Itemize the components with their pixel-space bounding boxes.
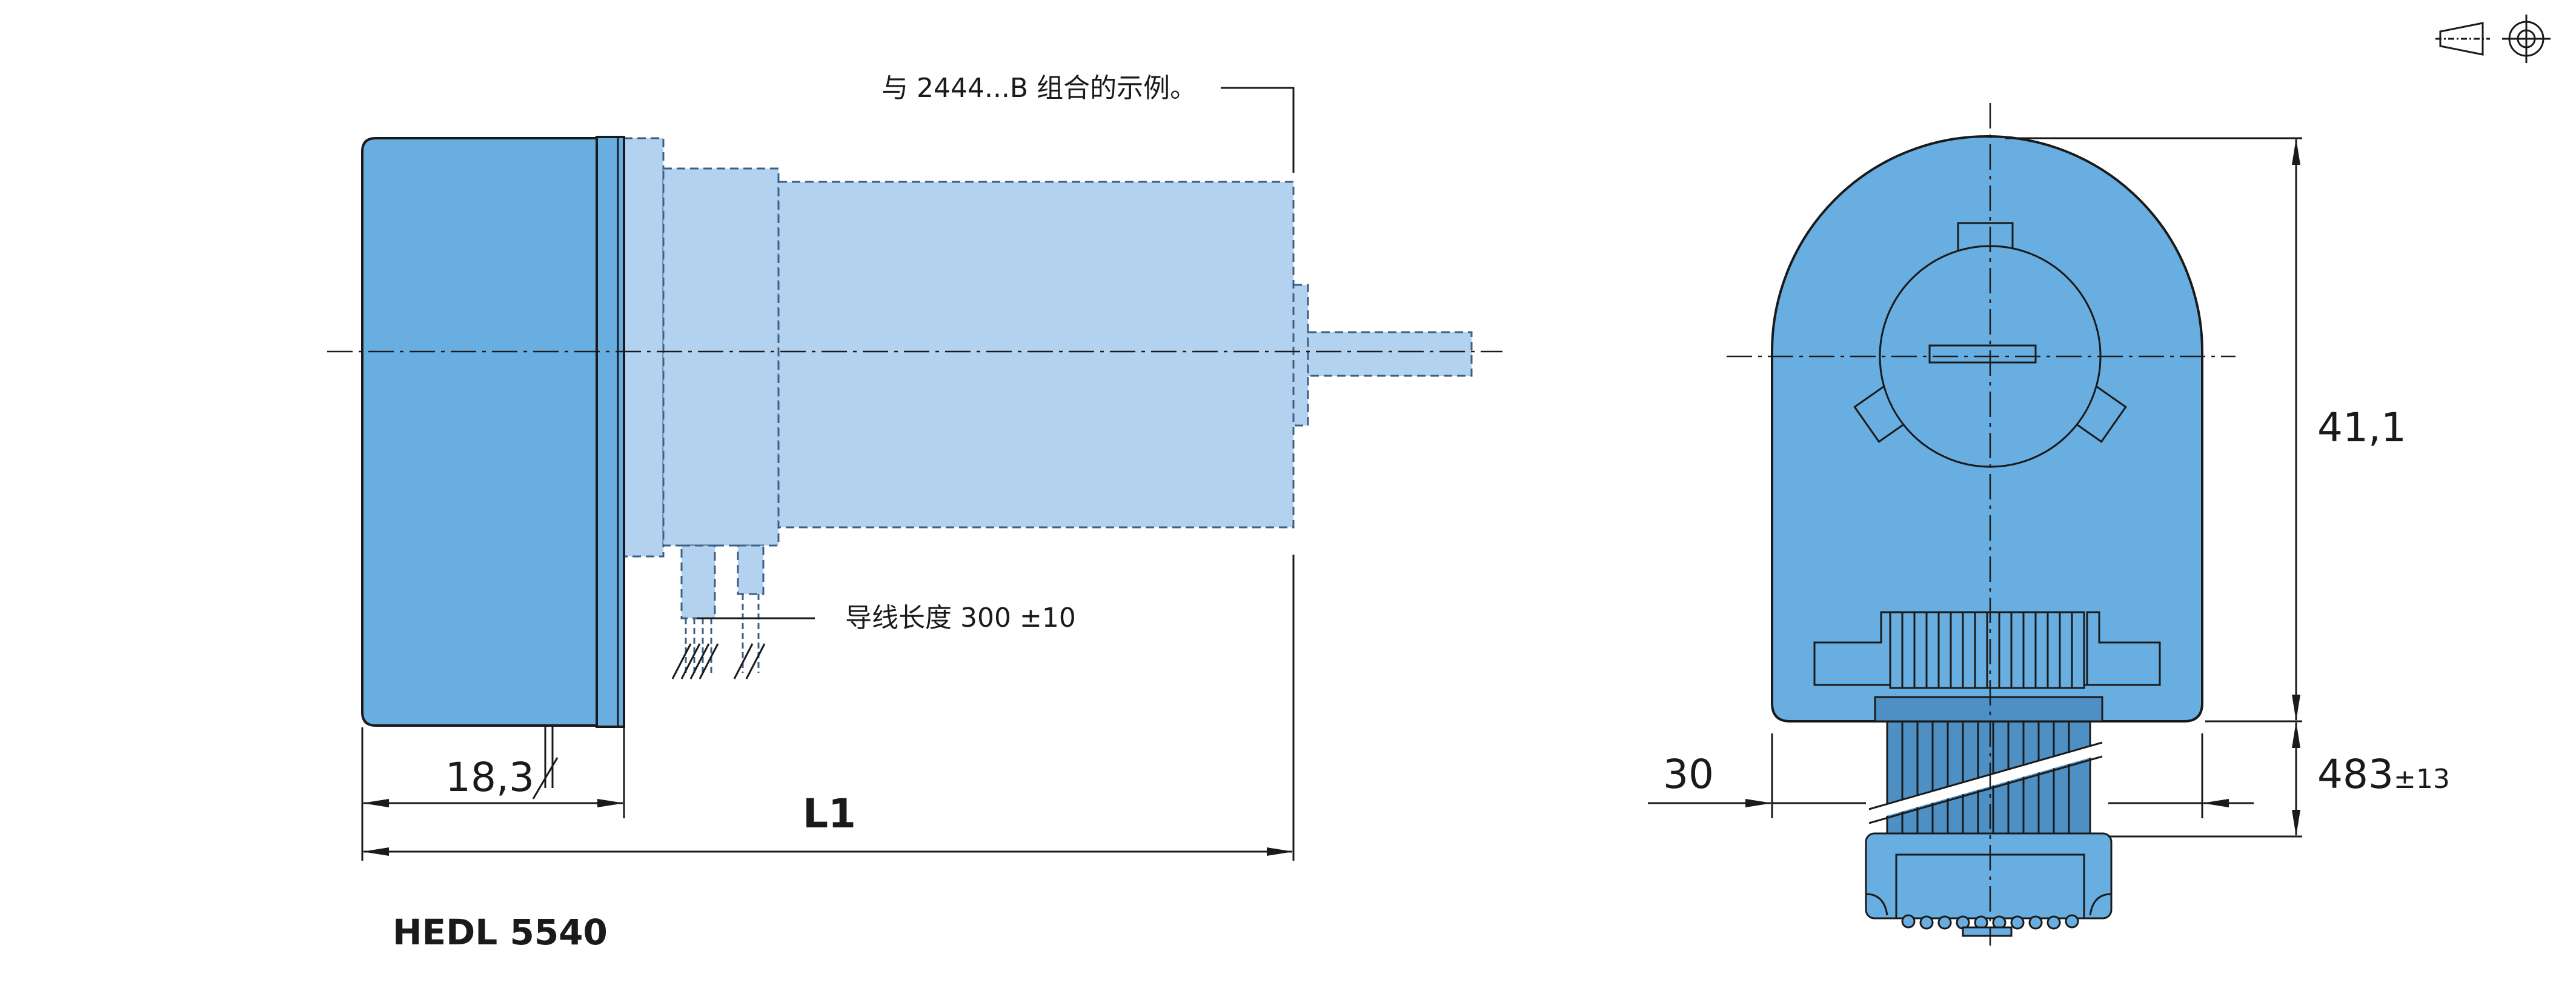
- dim-label-30: 30: [1663, 751, 1714, 798]
- dim-label-483: 483±13: [2317, 751, 2450, 798]
- dim-label-18-3: 18,3: [445, 754, 534, 801]
- lead-sleeve-1: [680, 544, 716, 619]
- shaft-slot: [1928, 344, 2037, 364]
- front-view: [1648, 103, 2302, 946]
- example-note: 与 2444...B 组合的示例。: [881, 73, 1197, 104]
- motor-front-flange-ghost: [1292, 284, 1309, 427]
- model-label: HEDL 5540: [393, 912, 608, 953]
- side-view: [327, 87, 1502, 861]
- motor-flange-ghost: [623, 137, 665, 558]
- cable-break-lines: [1867, 743, 2104, 821]
- dim-label-L1: L1: [803, 790, 856, 837]
- lead-length-note: 导线长度 300 ±10: [845, 602, 1076, 633]
- encoder-cover-plate: [596, 136, 625, 728]
- motor-shaft-ghost: [1307, 331, 1473, 377]
- strain-relief-ribs: [1901, 612, 2073, 688]
- encoder-housing: [361, 137, 598, 727]
- lead-sleeve-2: [737, 544, 765, 595]
- motor-adapter-ghost: [662, 167, 780, 547]
- lead-wires: [685, 594, 760, 673]
- example-leader: [1221, 87, 1295, 173]
- connector-pins: [1901, 914, 2079, 937]
- motor-body-ghost: [777, 181, 1295, 529]
- cable-clamp: [1813, 611, 2161, 686]
- dim-label-483-tolerance: ±13: [2394, 764, 2450, 795]
- first-angle-projection-icon: [2435, 15, 2551, 63]
- lead-cut-marks: [671, 643, 766, 679]
- dim-label-41-1: 41,1: [2317, 404, 2406, 451]
